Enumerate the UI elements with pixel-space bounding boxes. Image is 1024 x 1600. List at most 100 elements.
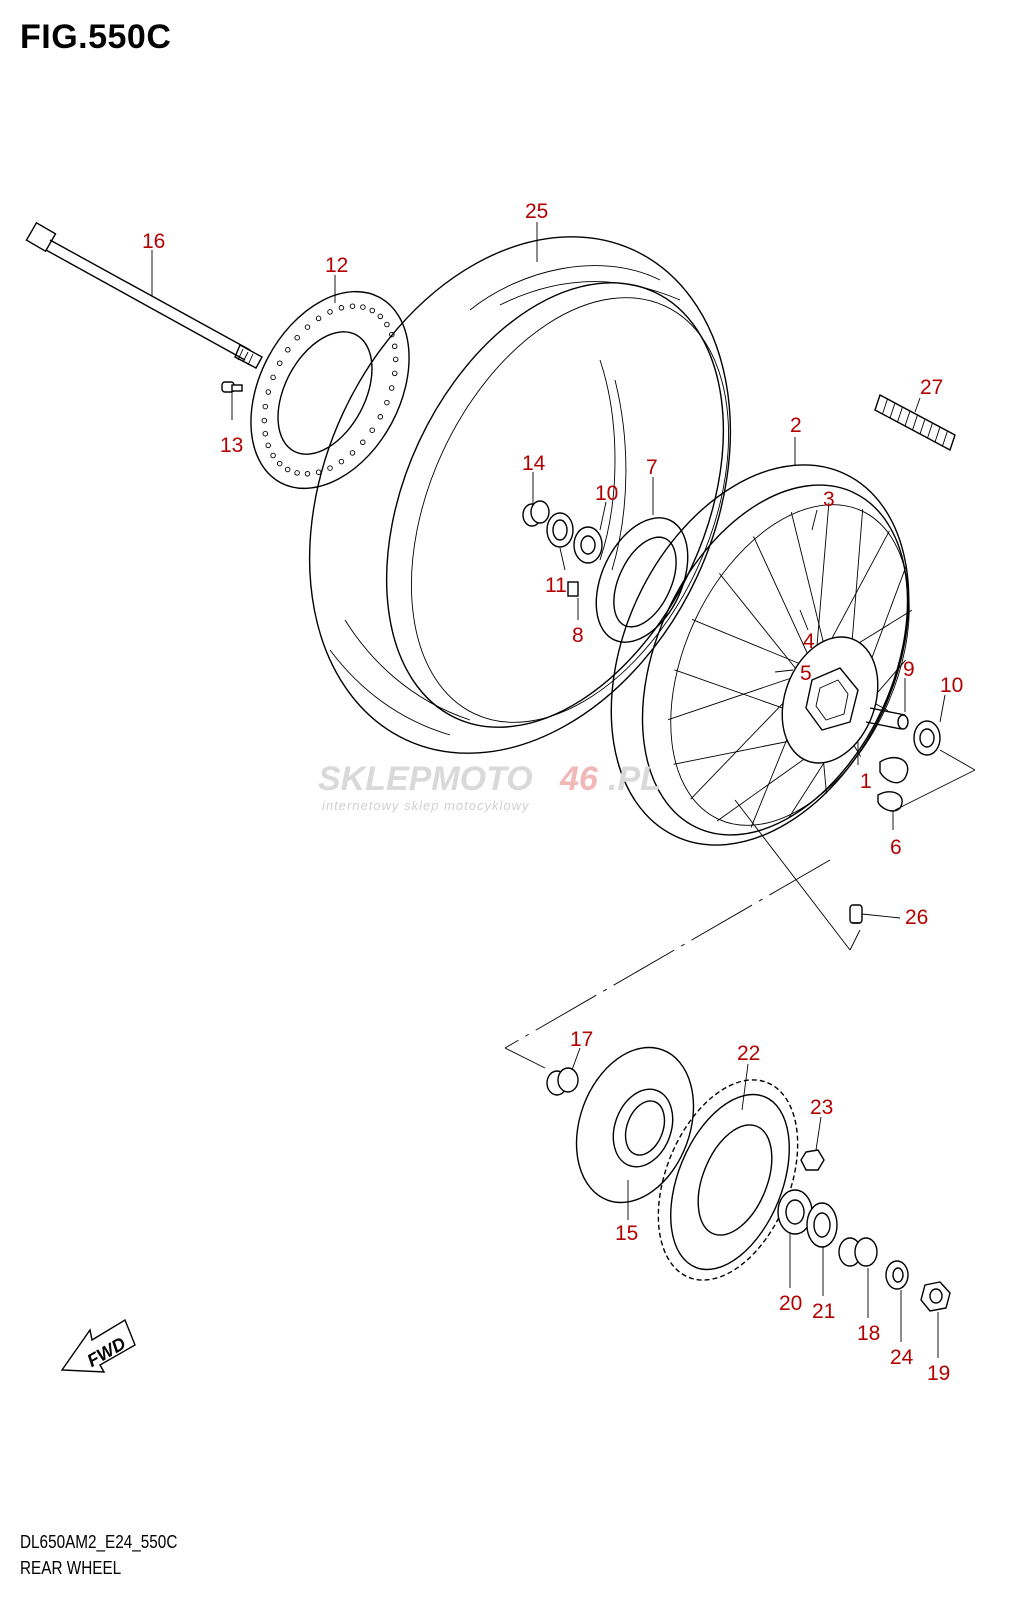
callout-13: 13: [220, 434, 243, 457]
weight-segment: [912, 414, 918, 431]
disc-hole: [265, 442, 271, 449]
callouts: 16 12 13 25 14 10 7 11 8 2 3 4 5 9 10 1 …: [142, 200, 963, 1385]
spacer-9[interactable]: [865, 707, 909, 730]
brake-disc[interactable]: [219, 264, 441, 515]
callout-10-right: 10: [940, 674, 963, 697]
disc-hole: [392, 356, 399, 363]
disc-hole: [262, 403, 269, 410]
callout-22: 22: [737, 1042, 760, 1065]
disc-hole: [377, 414, 384, 420]
disc-hole: [270, 374, 276, 381]
callout-16: 16: [142, 230, 165, 253]
sensor-ring[interactable]: [578, 503, 706, 656]
callout-27: 27: [920, 376, 943, 399]
wheel-hub[interactable]: [765, 624, 894, 777]
disc-hole: [294, 334, 300, 341]
disc-hole: [284, 466, 291, 473]
disc-hole: [391, 343, 398, 350]
spoke: [814, 502, 830, 671]
disc-hole: [349, 303, 356, 309]
collar-14[interactable]: [522, 500, 550, 527]
callout-24: 24: [890, 1346, 914, 1369]
callout-15: 15: [615, 1222, 638, 1245]
disc-hole: [360, 304, 366, 310]
callout-14: 14: [522, 452, 546, 475]
disc-hole: [265, 389, 272, 395]
disc-hole: [276, 460, 283, 467]
disc-hole: [377, 313, 384, 320]
disc-hole: [338, 458, 345, 465]
disc-hole: [270, 452, 276, 459]
watermark: SKLEPMOTO 46 .PL internetowy sklep motoc…: [318, 760, 661, 813]
disc-hole: [315, 315, 322, 322]
rear-tire[interactable]: [229, 168, 811, 822]
callout-6: 6: [890, 836, 902, 859]
callout-11: 11: [545, 574, 567, 597]
collar-18[interactable]: [838, 1237, 878, 1267]
disc-hole: [304, 471, 311, 477]
bolt-8[interactable]: [567, 581, 579, 597]
weight-segment: [897, 406, 903, 423]
callout-21: 21: [812, 1300, 835, 1323]
disc-hole: [369, 427, 375, 433]
callout-8: 8: [572, 624, 584, 647]
leader-lines: [151, 222, 946, 1358]
watermark-number: 46: [559, 760, 599, 798]
callout-20: 20: [779, 1292, 802, 1315]
weight-segment: [904, 410, 911, 427]
air-valve[interactable]: [849, 904, 863, 924]
damper-6[interactable]: [877, 757, 909, 812]
axle-nut-19[interactable]: [920, 1281, 951, 1312]
disc-hole: [349, 450, 356, 456]
disc-hole: [360, 439, 366, 446]
weight-segment: [919, 418, 926, 435]
model-code: DL650AM2_E24_550C: [20, 1532, 178, 1552]
washer-24[interactable]: [885, 1260, 909, 1290]
callout-9: 9: [903, 658, 915, 681]
callout-10-left: 10: [595, 482, 618, 505]
callout-19: 19: [927, 1362, 950, 1385]
callout-3: 3: [823, 488, 835, 511]
spoke: [691, 618, 816, 671]
callout-17: 17: [570, 1028, 593, 1051]
callout-25: 25: [525, 200, 548, 223]
rear-axle[interactable]: [25, 221, 263, 369]
disc-hole: [261, 417, 268, 424]
callout-23: 23: [810, 1096, 833, 1119]
bearing-10-right[interactable]: [913, 720, 941, 756]
oil-seal-21[interactable]: [806, 1202, 838, 1248]
callout-1: 1: [860, 770, 872, 793]
callout-7: 7: [646, 456, 658, 479]
watermark-brand: SKLEPMOTO: [318, 760, 533, 798]
disc-hole: [369, 307, 376, 314]
disc-hole: [276, 360, 283, 366]
sprocket-nut[interactable]: [800, 1149, 825, 1171]
disc-hole: [384, 399, 390, 406]
bearing-10-left[interactable]: [573, 526, 603, 564]
disc-bolt[interactable]: [221, 381, 243, 393]
weight-segment: [882, 398, 888, 415]
weight-segment: [889, 402, 896, 419]
watermark-tagline: internetowy sklep motocyklowy: [322, 798, 530, 813]
disc-hole: [285, 347, 291, 353]
callout-18: 18: [857, 1322, 880, 1345]
section-name: REAR WHEEL: [20, 1558, 122, 1578]
weight-segment: [934, 426, 941, 443]
disc-hole: [391, 370, 398, 377]
disc-hole: [262, 430, 269, 437]
assembly-lines: [504, 749, 976, 1069]
disc-hole: [338, 305, 345, 311]
callout-5: 5: [800, 662, 812, 685]
disc-hole: [327, 465, 333, 471]
weight-segment: [927, 422, 933, 439]
balance-weight[interactable]: [874, 393, 956, 452]
disc-hole: [304, 324, 311, 330]
oil-seal-11[interactable]: [546, 512, 574, 548]
sprocket-carrier[interactable]: [556, 1031, 714, 1219]
bearing-20[interactable]: [777, 1189, 813, 1235]
collar-17[interactable]: [546, 1067, 579, 1096]
disc-hole: [388, 385, 395, 391]
disc-hole: [315, 469, 322, 475]
callout-2: 2: [790, 414, 802, 437]
